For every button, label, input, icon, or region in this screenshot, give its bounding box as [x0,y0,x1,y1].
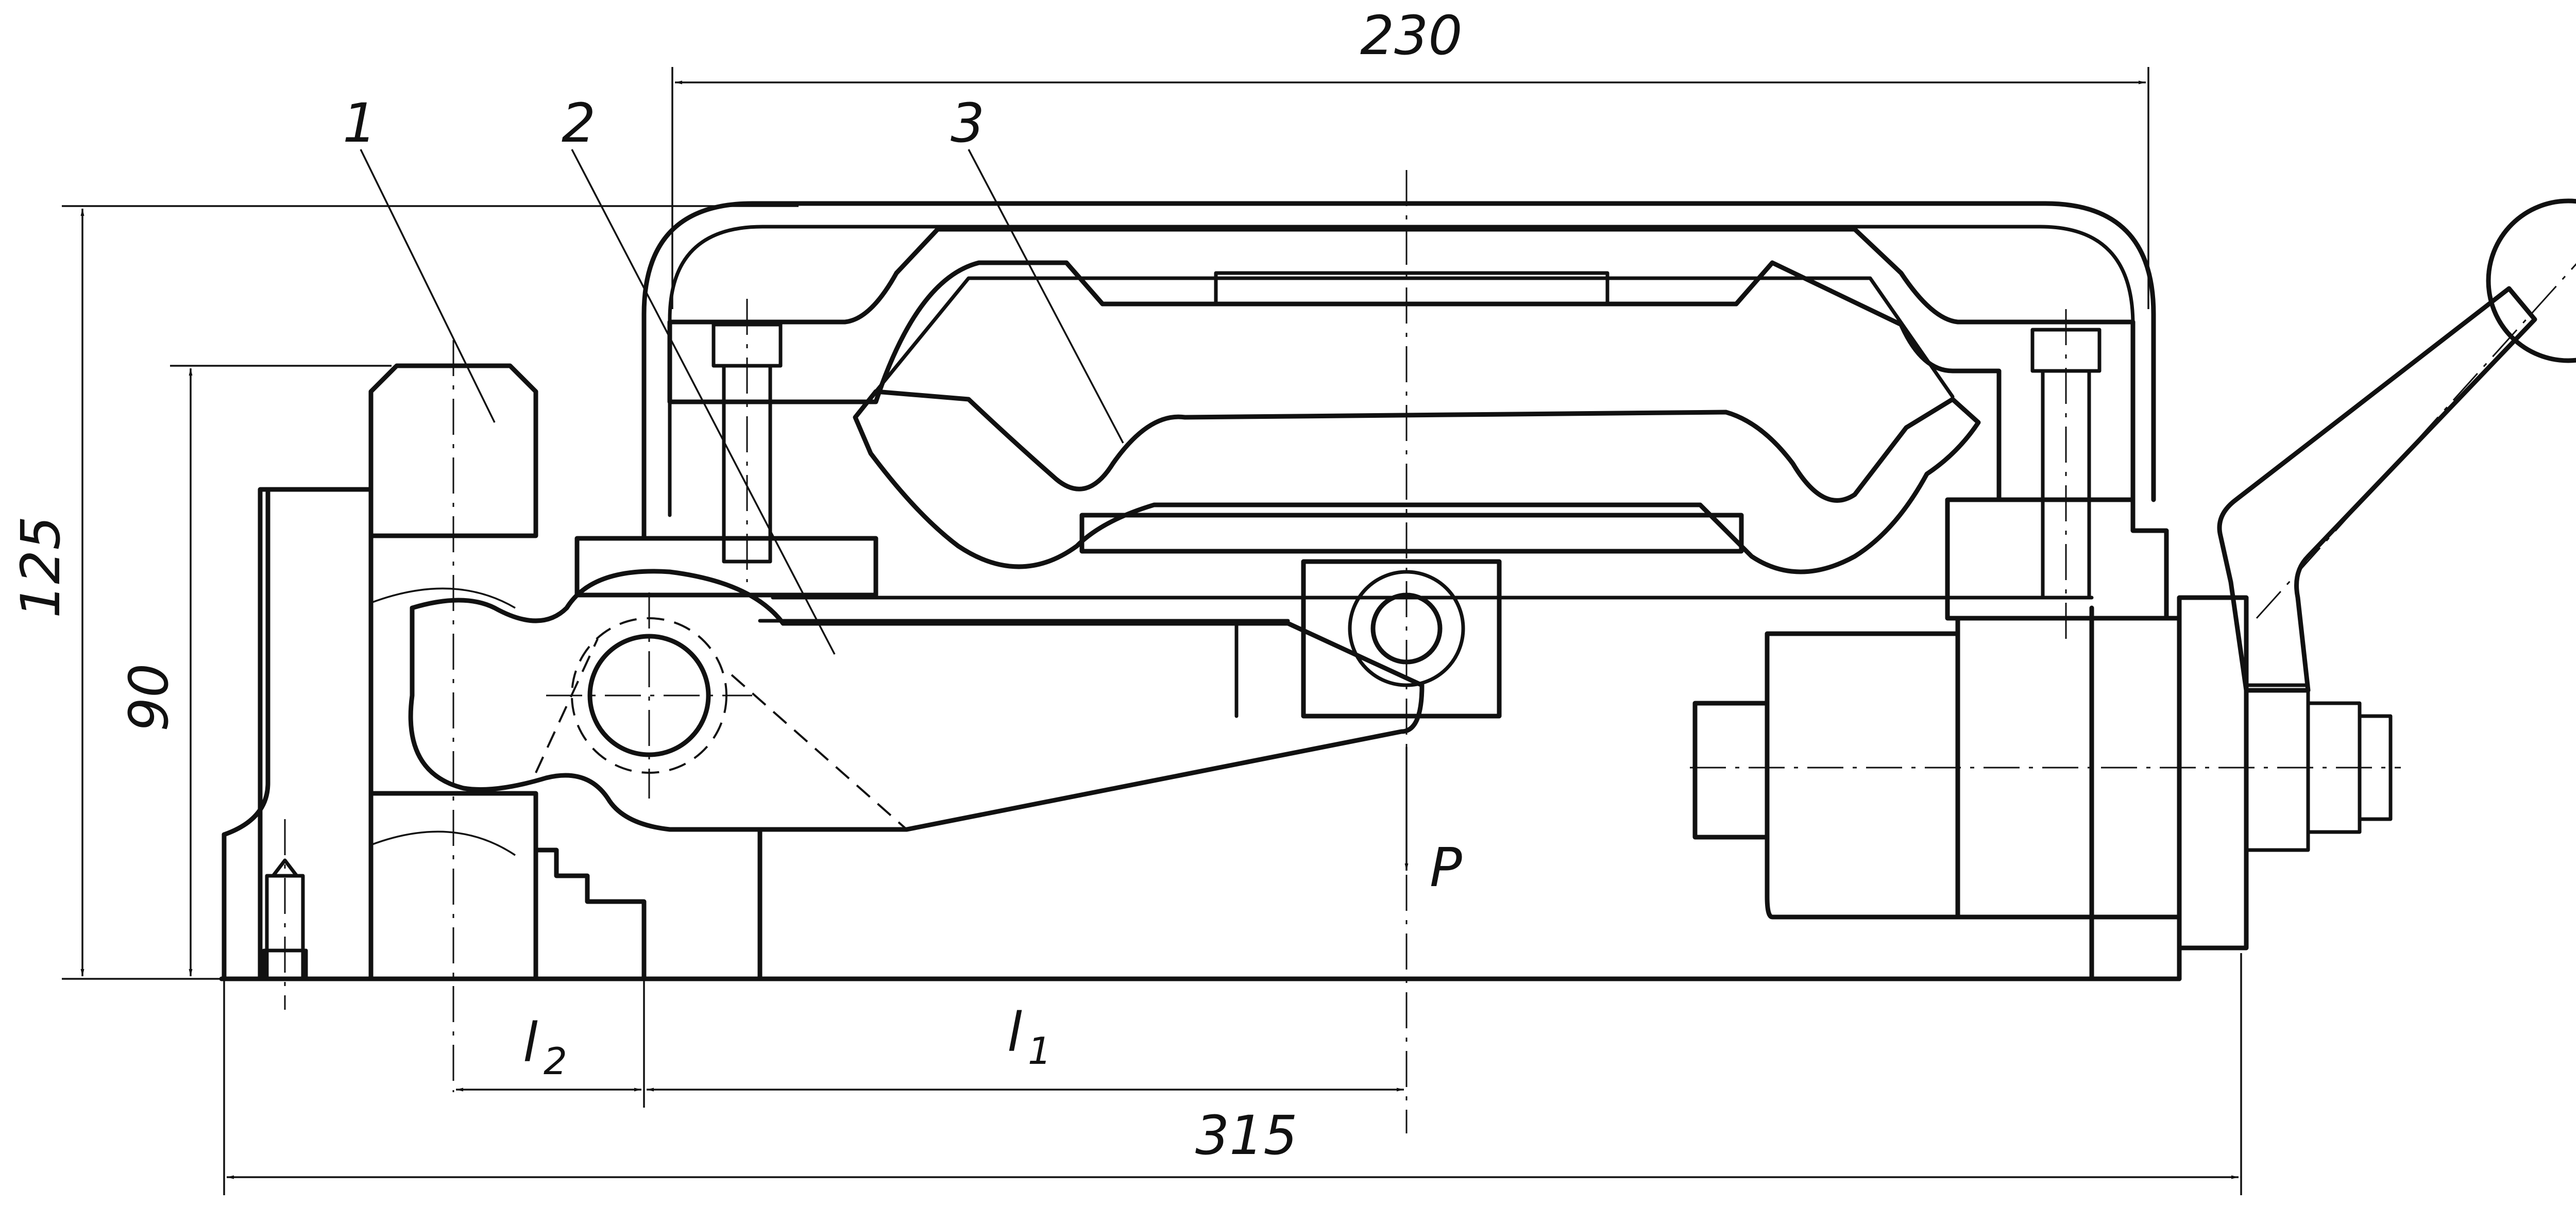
dimension-l1-subscript: 1 [1028,1029,1052,1073]
diaphragm-part-3 [853,389,1981,574]
dimension-l2-subscript: 2 [544,1040,567,1083]
dimension-l2-letter: l [523,1011,538,1074]
handle-lever [2217,286,2537,693]
dimension-l1: l 1 [647,1001,1404,1092]
clamp-plunger-part-1 [368,340,647,1092]
callout-1-label: 1 [343,92,377,155]
dimension-l1-letter: l [1007,1001,1022,1064]
dimension-l2: l 2 [456,979,645,1108]
dimension-90-value: 90 [117,664,180,732]
base-plate [219,487,2182,1010]
dimension-125-value: 125 [9,516,72,618]
dimension-315-value: 315 [1195,1104,1298,1167]
dimension-315: 315 [223,953,2242,1195]
valve-assembly [1690,198,2576,951]
dimension-125: 125 [9,205,799,980]
callout-2-label: 2 [562,92,596,155]
callout-2: 2 [562,92,836,655]
handle-ball [2486,198,2576,363]
dimension-230-value: 230 [1360,4,1463,67]
dimension-230: 230 [671,4,2149,309]
chamber-housing [641,201,2169,644]
callout-1: 1 [343,92,496,423]
lever-part-2 [408,559,1502,832]
dimension-90: 90 [117,365,392,976]
callout-3-label: 3 [951,92,985,155]
callout-3: 3 [951,92,1124,444]
force-label: P [1430,836,1462,899]
